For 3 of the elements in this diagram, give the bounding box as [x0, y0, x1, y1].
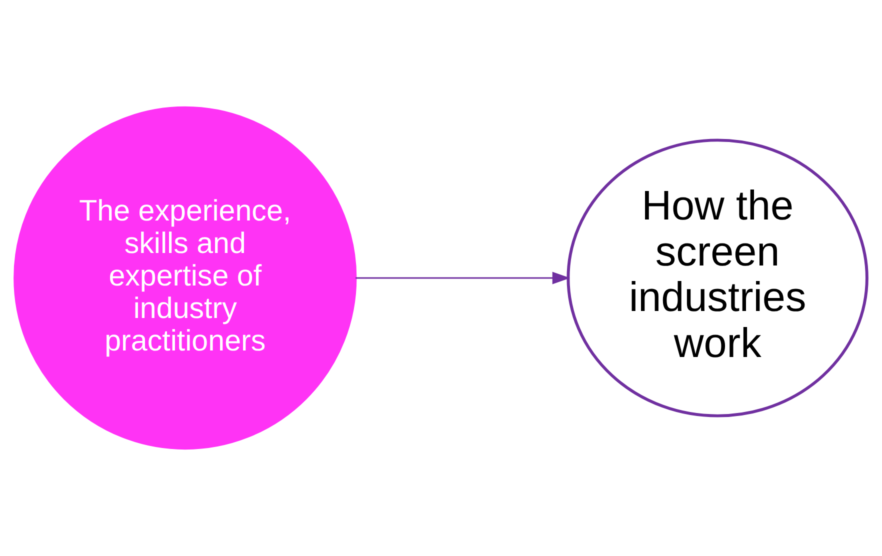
- node-circle: The experience, skills and expertise of industry practitioners: [14, 106, 357, 450]
- node-circle: How the screen industries work: [566, 138, 868, 418]
- arrow: [356, 272, 570, 284]
